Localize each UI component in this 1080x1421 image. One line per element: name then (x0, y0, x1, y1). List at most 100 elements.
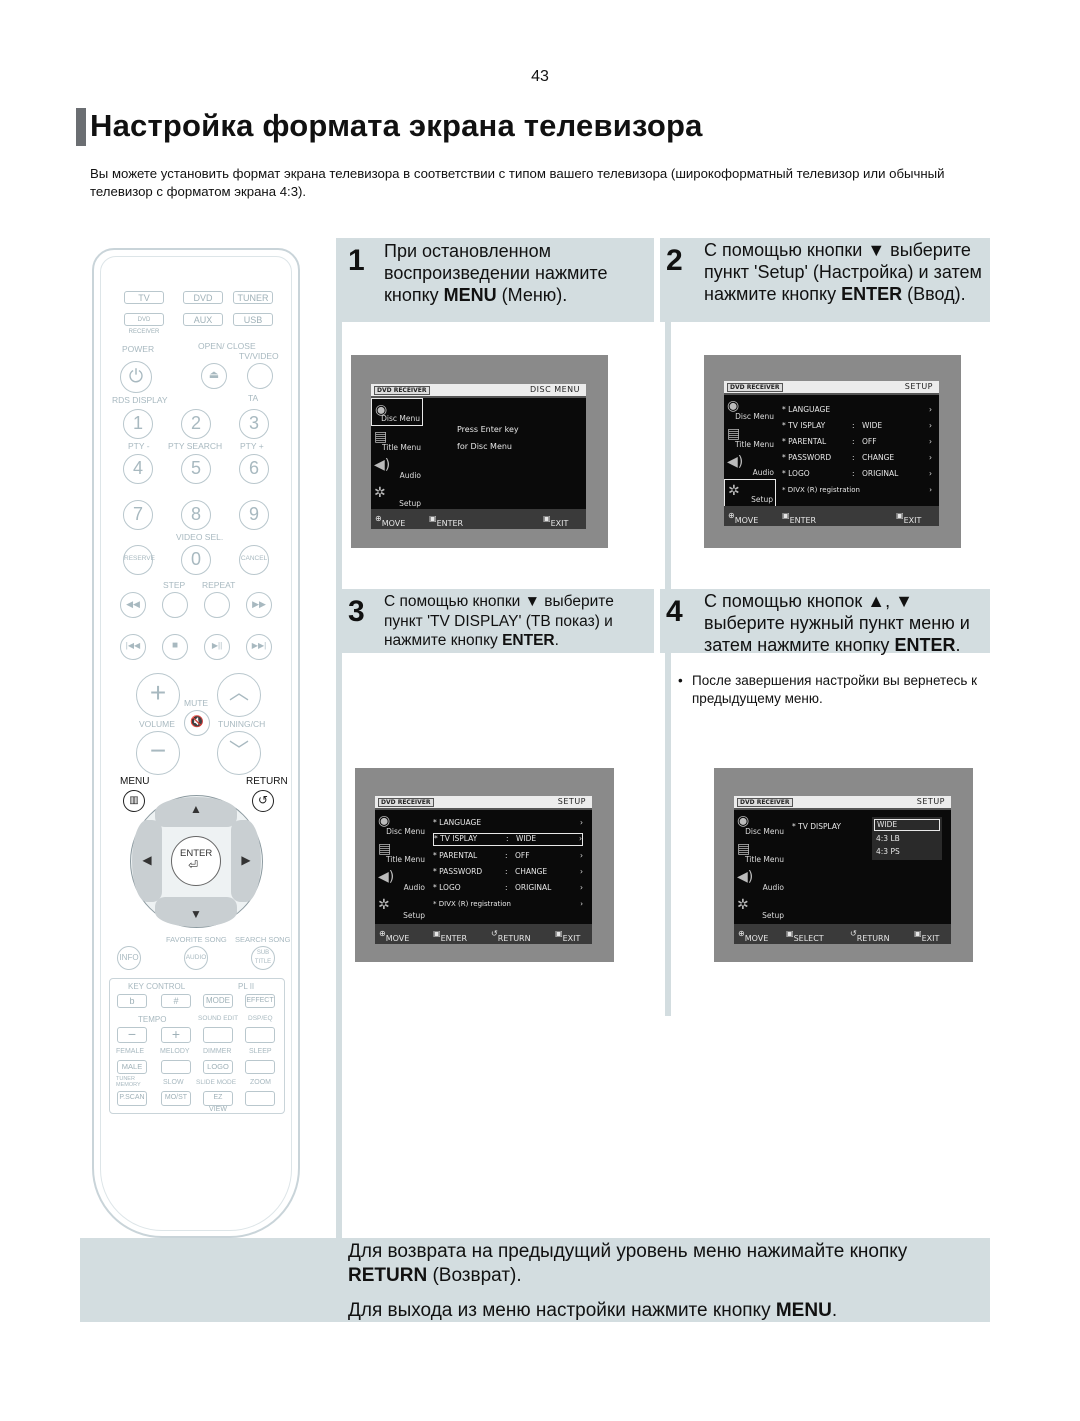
note-bullet: • (678, 673, 683, 688)
screen-4-audio-item: ◀)Audio (737, 869, 784, 892)
screen-4-sidebar: ◉Disc Menu ▤Title Menu ◀)Audio ✲Setup (734, 810, 786, 924)
disc-icon: ◉ (727, 398, 740, 414)
remote-zoom-label: ZOOM (250, 1079, 271, 1086)
remote-digit-9: 9 (239, 500, 269, 530)
screen-1-disc-menu-item: ◉Disc Menu (371, 398, 423, 426)
step-2-card: 2 С помощью кнопки ▼ выберите пункт 'Set… (660, 238, 990, 322)
screen-1-footer-move: ⊕ MOVE (375, 514, 406, 528)
screen-4-disc-menu-item: ◉Disc Menu (737, 813, 784, 836)
screen-3-sidebar: ◉Disc Menu ▤Title Menu ◀)Audio ✲Setup (375, 810, 427, 924)
remote-favorite-label: FAVORITE SONG (166, 935, 227, 944)
tempo-plus-icon: + (161, 1027, 191, 1043)
remote-mode-button: MODE (203, 994, 233, 1008)
screen-2-setup-item: ✲Setup (724, 479, 776, 507)
enter-icon: ⏎ (188, 858, 199, 872)
stop-icon: ■ (162, 634, 188, 660)
mute-icon: 🔇 (184, 710, 210, 736)
title-icon: ▤ (378, 841, 392, 857)
step-4-number: 4 (666, 595, 683, 628)
remote-info-button: INFO (117, 946, 141, 970)
step-1-card: 1 При остановленном воспроизведении нажм… (342, 238, 654, 322)
page-title: Настройка формата экрана телевизора (90, 108, 703, 143)
remote-most-button: MO/ST (161, 1091, 191, 1106)
disc-icon: ◉ (737, 813, 750, 829)
screen-3-footer-exit: ▣ EXIT (555, 929, 581, 943)
screen-4-brand: DVD RECEIVER (737, 798, 793, 807)
gear-icon: ✲ (728, 483, 740, 499)
remote-open-close-label: OPEN/ CLOSE (198, 341, 256, 351)
skip-forward-icon: ▶▶| (246, 634, 272, 660)
screen-3-audio-item: ◀)Audio (378, 869, 425, 892)
remote-video-sel-label: VIDEO SEL. (176, 532, 224, 542)
remote-ezview-button: EZ VIEW (203, 1091, 233, 1113)
screen-4-mode: SETUP (916, 797, 945, 806)
remote-digit-6: 6 (239, 454, 269, 484)
remote-power-label: POWER (122, 344, 155, 354)
dpad-right-icon: ▶ (231, 820, 261, 902)
page-number: 43 (531, 68, 549, 85)
remote-repeat-label: REPEAT (202, 580, 236, 590)
screen-4-frame: DVD RECEIVER SETUP ◉Disc Menu ▤Title Men… (714, 768, 973, 962)
remote-reserve-button: RESERVE (123, 545, 155, 575)
remote-return-label: RETURN (246, 776, 288, 787)
remote-tv-video-label: TV/VIDEO (239, 351, 279, 361)
remote-ta-label: TA (248, 393, 259, 403)
remote-tuner-button: TUNER (233, 291, 273, 304)
step-3-number: 3 (348, 595, 365, 628)
fast-forward-icon: ▶▶ (246, 592, 272, 618)
remote-tuning-label: TUNING/CH (218, 719, 266, 729)
remote-menu-label: MENU (120, 776, 150, 787)
remote-digit-1: 1 (123, 409, 153, 439)
remote-aux-button: AUX (183, 313, 223, 326)
step-4-card: 4 С помощью кнопок ▲, ▼ выберите нужный … (660, 589, 990, 655)
menu-icon: ▥ (123, 790, 145, 812)
remote-dvd-receiver-button: DVD RECEIVER (124, 313, 164, 335)
screen-2-footer: ⊕ MOVE ▣ ENTER ▣ EXIT (724, 506, 939, 526)
note: • После завершения настройки вы вернетес… (678, 672, 978, 708)
remote-usb-button: USB (233, 313, 273, 326)
screen-1-brand: DVD RECEIVER (374, 386, 430, 395)
gear-icon: ✲ (737, 897, 749, 913)
remote-tv-button: TV (124, 291, 164, 304)
remote-male-button: MALE (117, 1060, 147, 1074)
remote-audio-button: AUDIO (184, 946, 208, 970)
screen-4-footer: ⊕ MOVE ▣ SELECT ↺ RETURN ▣ EXIT (734, 924, 951, 944)
title-icon: ▤ (374, 429, 388, 445)
remote-sleep-button (245, 1060, 275, 1074)
remote-tv-video-button (247, 363, 273, 389)
bottom-menu-text: Для выхода из меню настройки нажмите кно… (348, 1300, 838, 1321)
screen-1-title-menu-item: ▤Title Menu (374, 429, 421, 452)
skip-back-icon: |◀◀ (120, 634, 146, 660)
remote-zoom-button (245, 1091, 275, 1106)
channel-down-icon: ﹀ (217, 731, 261, 775)
screen-2-mode: SETUP (904, 382, 933, 391)
remote-effect-button: EFFECT (245, 994, 275, 1008)
remote-female-label: FEMALE (116, 1048, 145, 1055)
power-icon: ⏻ (120, 361, 152, 393)
karaoke-panel (109, 978, 285, 1114)
screen-4-footer-exit: ▣ EXIT (914, 929, 940, 943)
remote-step-button (162, 592, 188, 618)
rewind-icon: ◀◀ (120, 592, 146, 618)
screen-1-display: DVD RECEIVER DISC MENU ◉Disc Menu ▤Title… (371, 384, 586, 529)
screen-3-footer-enter: ▣ ENTER (433, 929, 468, 943)
remote-pty-plus-label: PTY + (240, 441, 264, 451)
remote-logo-button: LOGO (203, 1060, 233, 1074)
dpad-down-icon: ▼ (155, 897, 237, 927)
step-1-number: 1 (348, 244, 365, 277)
disc-icon: ◉ (375, 402, 388, 418)
channel-up-icon: ︿ (217, 673, 261, 717)
remote-dvd-button: DVD (183, 291, 223, 304)
screen-4-options-list: WIDE 4:3 LB 4:3 PS (872, 817, 942, 860)
screen-4-option-wide: WIDE (874, 819, 940, 831)
screen-4-footer-select: ▣ SELECT (786, 929, 824, 943)
remote-b-button: b (117, 994, 147, 1008)
remote-dimmer-label: DIMMER (203, 1048, 232, 1055)
remote-slide-mode-label: SLIDE MODE (196, 1079, 237, 1086)
remote-digit-2: 2 (181, 409, 211, 439)
screen-3-disc-menu-item: ◉Disc Menu (378, 813, 425, 836)
dpad-up-icon: ▲ (155, 797, 237, 827)
screen-3-frame: DVD RECEIVER SETUP ◉Disc Menu ▤Title Men… (355, 768, 614, 962)
screen-4-option-43ps: 4:3 PS (876, 847, 900, 856)
screen-2-footer-exit: ▣ EXIT (896, 511, 922, 525)
